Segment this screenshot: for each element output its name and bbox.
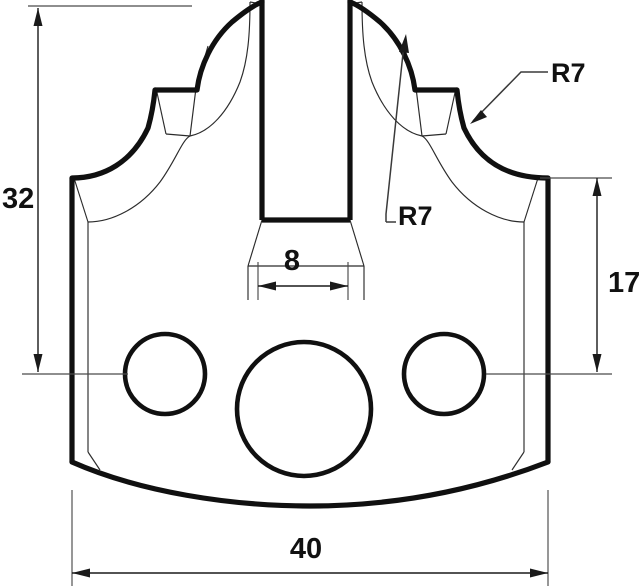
radius-label-right: R7: [551, 58, 586, 88]
radius-callout-right: R7: [470, 58, 586, 124]
dimension-40: 40: [72, 533, 548, 578]
dimension-8: 8: [258, 245, 348, 291]
arrow-17-bottom: [592, 354, 602, 372]
construction-lines: [73, 1, 539, 471]
dimension-32: 32: [2, 8, 43, 372]
dimension-17: 17: [592, 178, 640, 372]
leader-r7-right: [472, 71, 548, 122]
right-lower-concave: [454, 87, 551, 181]
radius-callout-center: R7: [385, 34, 433, 231]
part-outline: [69, 0, 551, 509]
hole-right: [401, 331, 487, 417]
dimension-label-8: 8: [284, 245, 300, 277]
arrow-8-left: [258, 281, 276, 291]
holes-group: [122, 331, 487, 479]
leader-r7-center: [385, 43, 405, 222]
dimension-label-40: 40: [290, 533, 322, 565]
arrow-8-right: [330, 281, 348, 291]
extension-lines: [22, 5, 612, 586]
right-upper-convex: [347, 0, 418, 93]
dimension-label-32: 32: [2, 183, 34, 215]
left-upper-convex: [194, 0, 265, 93]
arrow-32-top: [33, 8, 43, 26]
arrow-r7-center: [399, 34, 409, 53]
hole-center: [234, 339, 374, 479]
bottom-arc: [69, 459, 551, 509]
arrow-32-bottom: [33, 354, 43, 372]
radius-label-center: R7: [398, 201, 433, 231]
left-lower-concave: [69, 87, 158, 181]
arrow-r7-right: [470, 110, 487, 124]
hole-left: [122, 331, 208, 417]
dimension-label-17: 17: [608, 267, 640, 299]
arrow-17-top: [592, 178, 602, 196]
arrow-40-right: [530, 568, 548, 578]
arrow-40-left: [72, 568, 90, 578]
